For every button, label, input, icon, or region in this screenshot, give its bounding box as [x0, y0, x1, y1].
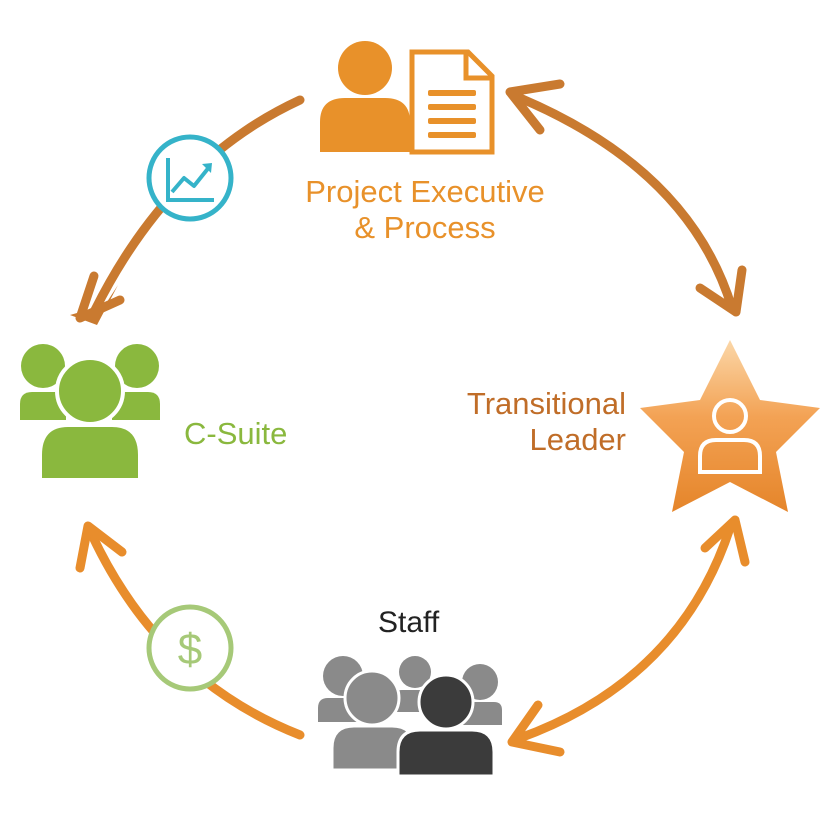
c-suite-label: C-Suite [184, 416, 288, 451]
dollar-icon: $ [146, 604, 234, 692]
star-person-icon [640, 340, 820, 512]
project-label-line1: Project Executive [305, 174, 545, 209]
transitional-leader-label: Transitional Leader [420, 386, 626, 457]
transitional-label-line1: Transitional [466, 386, 626, 421]
group-icon [20, 344, 160, 482]
arrow-project-transitional [505, 79, 747, 317]
person-document-icon [320, 41, 495, 155]
project-executive-label: Project Executive & Process [286, 174, 564, 245]
staff-label: Staff [378, 606, 440, 639]
svg-text:$: $ [178, 625, 202, 674]
transitional-label-line2: Leader [529, 421, 626, 457]
trend-chart-icon [146, 134, 234, 222]
crowd-icon [318, 656, 502, 778]
arrow-transitional-staff [507, 515, 750, 757]
project-label-line2: & Process [354, 209, 496, 245]
